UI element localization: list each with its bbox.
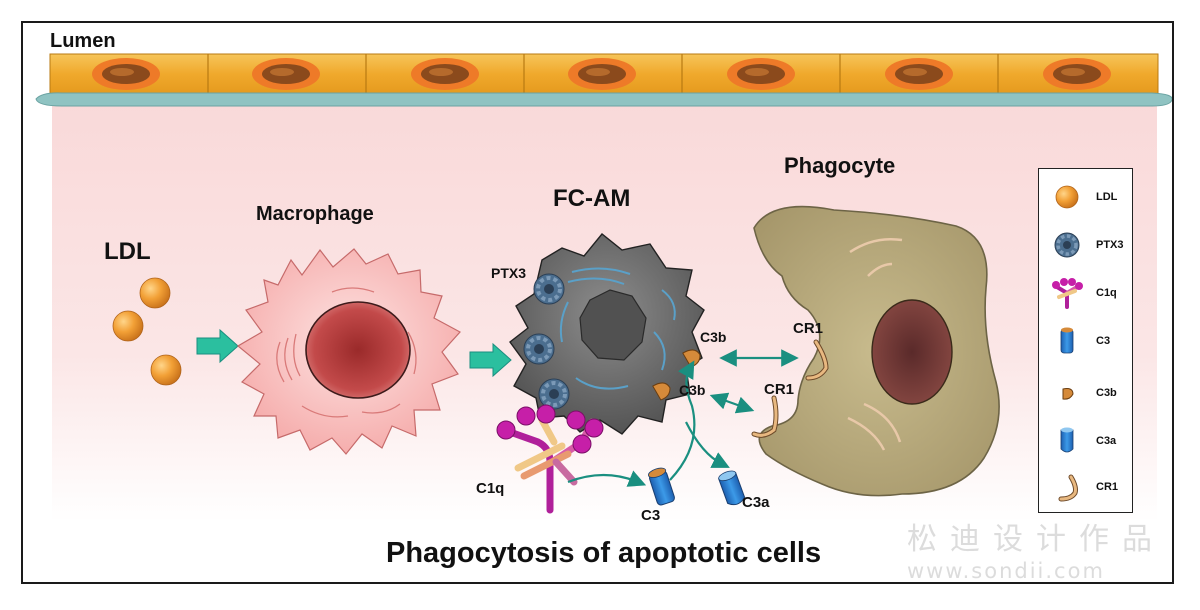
legend-item-c3: C3 [1039, 321, 1134, 361]
ptx3-label: PTX3 [491, 265, 527, 281]
lumen-label: Lumen [50, 30, 116, 52]
phagocyte-organelles [847, 238, 903, 451]
ptx3-gear [533, 273, 565, 305]
watermark-brand: 松迪设计作品 [907, 522, 1165, 557]
c1q-molecule [496, 404, 604, 514]
watermark-url: www.sondii.com [907, 559, 1105, 583]
cr1-receptor-bottom-inner [752, 396, 778, 437]
cr1-receptor-top-inner [806, 340, 828, 380]
c3a-label: C3a [742, 494, 770, 511]
c3b-fragment-bottom [652, 382, 671, 401]
fcam-label: FC-AM [553, 185, 631, 212]
ldl-particle [112, 310, 144, 342]
legend-label-c1q: C1q [1096, 287, 1117, 299]
endothelium-layer [35, 53, 1172, 107]
ldl-particle [150, 354, 182, 386]
c1q-icon [1052, 278, 1083, 309]
ptx3-icon [1054, 232, 1080, 258]
c3-label: C3 [641, 507, 661, 524]
figure-frame: Lumen LDL Macrophage FC-AM Phagocyte PTX… [21, 21, 1174, 584]
legend-label-c3b: C3b [1096, 387, 1117, 399]
ldl-particle [139, 277, 171, 309]
cr1-bottom-label: CR1 [764, 381, 795, 398]
phagocyte-label: Phagocyte [784, 153, 896, 178]
ldl-to-macrophage-arrow [196, 328, 239, 364]
legend-item-c3a: C3a [1039, 421, 1134, 461]
legend-box: LDL PTX3 C1q C3 [1038, 168, 1133, 513]
ldl-icon [1055, 185, 1079, 209]
c3-molecule [648, 467, 675, 506]
c3b-icon [1062, 388, 1074, 400]
c3a-molecule [718, 470, 746, 506]
legend-label-c3: C3 [1096, 335, 1111, 347]
legend-item-c3b: C3b [1039, 373, 1134, 413]
complement-arrows [567, 349, 799, 487]
legend-item-ptx3: PTX3 [1039, 225, 1134, 265]
legend-label-c3a: C3a [1096, 435, 1117, 447]
phagocyte-nucleus [871, 299, 953, 405]
cr1-top-label: CR1 [793, 320, 824, 337]
macrophage-nucleus [305, 301, 411, 399]
legend-item-c1q: C1q [1039, 273, 1134, 313]
ptx3-gear [538, 378, 570, 410]
c3a-icon [1060, 427, 1074, 453]
endothelial-cells [207, 54, 999, 94]
ldl-label: LDL [104, 238, 151, 265]
macrophage-label: Macrophage [256, 203, 374, 225]
macrophage-to-fcam-arrow [469, 342, 512, 378]
macrophage-organelles [276, 287, 417, 418]
cr1-icon [1058, 474, 1078, 502]
legend-item-cr1: CR1 [1039, 467, 1134, 507]
fcam-nucleus [579, 289, 647, 361]
legend-label-ptx3: PTX3 [1096, 239, 1124, 251]
figure-caption: Phagocytosis of apoptotic cells [386, 537, 822, 569]
diagram-canvas [35, 53, 1172, 522]
macrophage-cell [236, 248, 461, 455]
ptx3-gear [523, 333, 555, 365]
c1q-label: C1q [476, 480, 505, 497]
legend-item-ldl: LDL [1039, 177, 1134, 217]
phagocyte-cell [751, 205, 1000, 497]
ldl-particles [112, 277, 182, 386]
ptx3-molecules [523, 273, 570, 410]
c3b-bottom-label: C3b [679, 382, 706, 398]
legend-label-cr1: CR1 [1096, 481, 1119, 493]
c3-icon [1060, 327, 1074, 354]
fcam-organelles [559, 267, 676, 390]
endothelial-nuclei [92, 58, 1111, 90]
c3b-top-label: C3b [700, 329, 727, 345]
legend-label-ldl: LDL [1096, 191, 1118, 203]
basement-membrane [35, 92, 1172, 107]
